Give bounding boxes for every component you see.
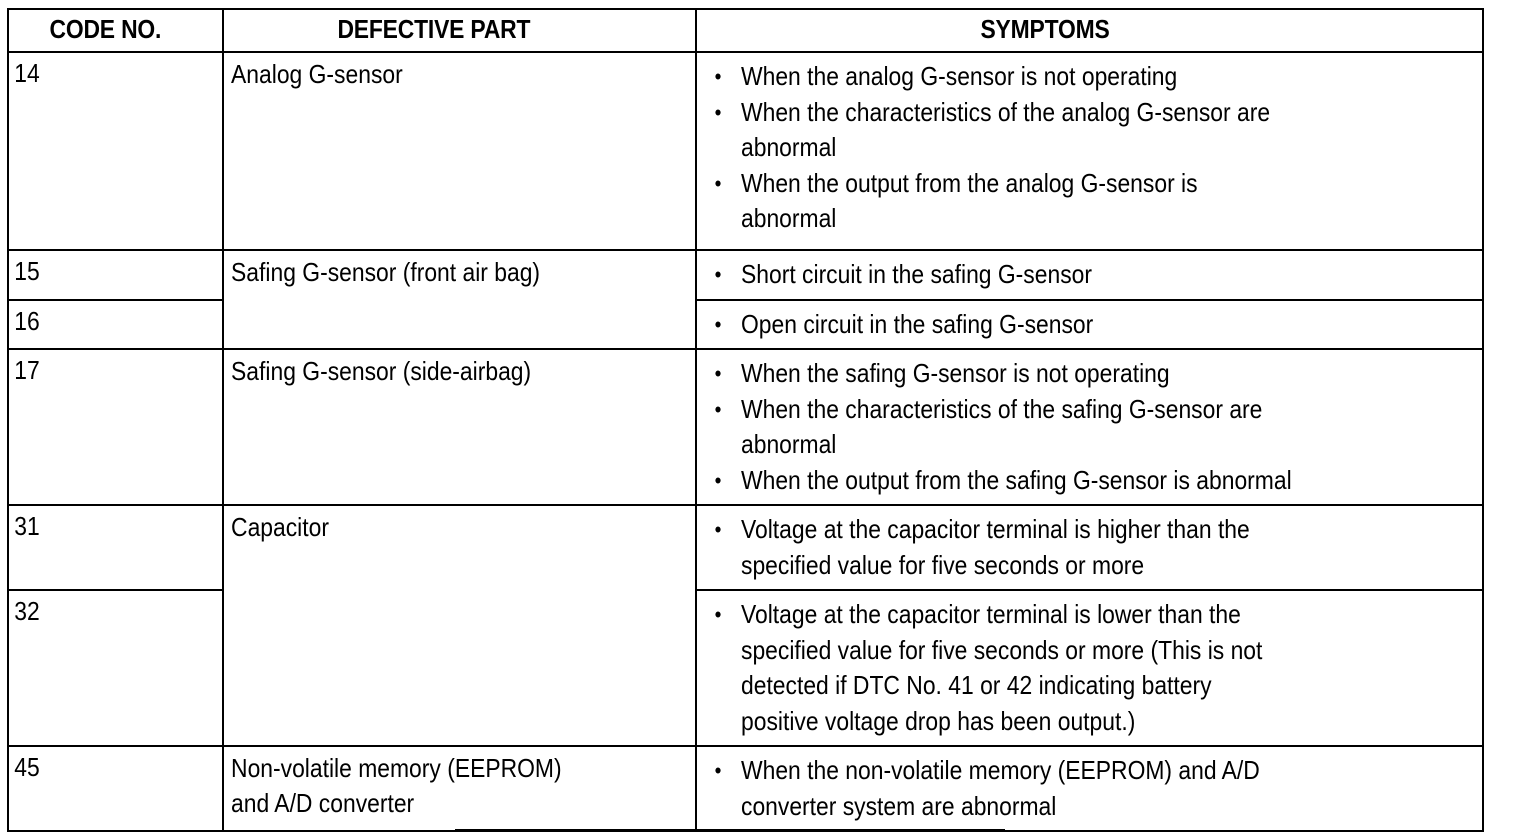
symptom-item: • When the output from the safing G-senso… bbox=[706, 463, 1491, 499]
code-value: 45 bbox=[14, 752, 40, 782]
part-line: and A/D converter bbox=[231, 788, 415, 818]
symptom-text: When the characteristics of the safing G… bbox=[741, 393, 1263, 460]
code-value: 31 bbox=[14, 511, 40, 541]
part-line: Safing G-sensor (side-airbag) bbox=[231, 356, 532, 386]
part-line: Safing G-sensor (front air bag) bbox=[231, 257, 541, 287]
symptom-item: • When the characteristics of the safing … bbox=[706, 392, 1491, 463]
header-cell-defective-part: DEFECTIVE PART bbox=[222, 8, 697, 53]
symptom-text: When the non-volatile memory (EEPROM) an… bbox=[741, 755, 1260, 821]
table-row: 16 • Open circuit in the safing G-sensor bbox=[7, 298, 1484, 350]
cell-defective-part: Capacitor bbox=[222, 504, 697, 747]
code-value: 16 bbox=[14, 305, 40, 336]
part-line: Capacitor bbox=[231, 512, 329, 542]
symptom-list: • When the safing G-sensor is not operati… bbox=[697, 350, 1498, 504]
symptom-list: • When the analog G-sensor is not operati… bbox=[697, 53, 1498, 243]
symptom-item: • When the output from the analog G-senso… bbox=[706, 166, 1491, 237]
cell-code-no: 32 bbox=[7, 589, 224, 747]
cell-symptoms: • Short circuit in the safing G-sensor bbox=[695, 249, 1484, 301]
cell-defective-part: Non-volatile memory (EEPROM) and A/D conv… bbox=[222, 745, 697, 832]
cell-defective-part: Analog G-sensor bbox=[222, 51, 697, 251]
bullet-icon: • bbox=[714, 467, 722, 493]
symptom-item: • Open circuit in the safing G-sensor bbox=[706, 307, 1491, 343]
bullet-icon: • bbox=[714, 361, 722, 386]
part-value: Non-volatile memory (EEPROM) and A/D conv… bbox=[224, 747, 702, 827]
table-row: 15 Safing G-sensor (front air bag) • Shor… bbox=[7, 249, 1484, 350]
cell-code-no: 16 bbox=[7, 298, 224, 350]
symptom-text: Open circuit in the safing G-sensor bbox=[741, 308, 1094, 339]
bottom-horizontal-rule bbox=[455, 829, 1005, 832]
cell-symptoms: • When the non-volatile memory (EEPROM) a… bbox=[695, 745, 1484, 832]
symptom-text: Voltage at the capacitor terminal is low… bbox=[741, 599, 1263, 736]
cell-symptoms: • Open circuit in the safing G-sensor bbox=[695, 298, 1484, 350]
part-line: Analog G-sensor bbox=[231, 59, 403, 89]
cell-code-no: 17 bbox=[7, 348, 224, 506]
symptom-item: • Voltage at the capacitor terminal is lo… bbox=[706, 597, 1491, 739]
table-row: 32 • Voltage at the capacitor terminal is… bbox=[7, 589, 1484, 747]
bullet-icon: • bbox=[714, 311, 722, 337]
symptom-list: • Voltage at the capacitor terminal is hi… bbox=[697, 506, 1498, 589]
header-label-symptoms: SYMPTOMS bbox=[980, 14, 1110, 44]
symptom-text: When the characteristics of the analog G… bbox=[741, 96, 1271, 163]
symptom-item: • Short circuit in the safing G-sensor bbox=[706, 257, 1491, 293]
bullet-icon: • bbox=[714, 99, 722, 125]
code-value: 14 bbox=[14, 58, 40, 88]
cell-defective-part: Safing G-sensor (front air bag) bbox=[222, 249, 697, 350]
symptom-list: • Open circuit in the safing G-sensor bbox=[697, 301, 1498, 349]
bullet-icon: • bbox=[714, 602, 722, 627]
table-header-row: CODE NO. DEFECTIVE PART SYMPTOMS bbox=[7, 8, 1484, 53]
symptom-text: When the analog G-sensor is not operatin… bbox=[741, 61, 1178, 91]
symptom-text: When the output from the safing G-sensor… bbox=[741, 464, 1292, 495]
symptom-item: • When the analog G-sensor is not operati… bbox=[706, 59, 1491, 95]
symptom-list: • Voltage at the capacitor terminal is lo… bbox=[697, 591, 1498, 745]
table-row: 17 Safing G-sensor (side-airbag) • When t… bbox=[7, 348, 1484, 506]
bullet-icon: • bbox=[714, 262, 722, 287]
cell-code-no: 14 bbox=[7, 51, 224, 251]
cell-symptoms: • When the safing G-sensor is not operati… bbox=[695, 348, 1484, 506]
cell-code-no: 15 bbox=[7, 249, 224, 301]
cell-symptoms: • Voltage at the capacitor terminal is lo… bbox=[695, 589, 1484, 747]
header-cell-code-no: CODE NO. bbox=[7, 8, 224, 53]
part-line: Non-volatile memory (EEPROM) bbox=[231, 753, 562, 783]
code-value: 32 bbox=[14, 596, 40, 626]
header-cell-symptoms: SYMPTOMS bbox=[695, 8, 1484, 53]
code-value: 17 bbox=[14, 355, 40, 385]
cell-code-no: 31 bbox=[7, 504, 224, 591]
cell-defective-part: Safing G-sensor (side-airbag) bbox=[222, 348, 697, 506]
table-row: 14 Analog G-sensor • When the analog G-se… bbox=[7, 51, 1484, 251]
symptom-text: Short circuit in the safing G-sensor bbox=[741, 259, 1092, 289]
symptom-text: When the output from the analog G-sensor… bbox=[741, 167, 1198, 234]
symptom-item: • When the characteristics of the analog … bbox=[706, 95, 1491, 166]
part-value: Safing G-sensor (front air bag) bbox=[224, 251, 702, 296]
symptom-item: • When the safing G-sensor is not operati… bbox=[706, 356, 1491, 392]
symptom-text: Voltage at the capacitor terminal is hig… bbox=[741, 514, 1250, 580]
symptom-list: • Short circuit in the safing G-sensor bbox=[697, 251, 1498, 299]
bullet-icon: • bbox=[714, 758, 722, 783]
header-label-defective-part: DEFECTIVE PART bbox=[337, 14, 531, 44]
table-body: 14 Analog G-sensor • When the analog G-se… bbox=[7, 51, 1484, 832]
part-value: Safing G-sensor (side-airbag) bbox=[224, 350, 702, 395]
cell-symptoms: • When the analog G-sensor is not operati… bbox=[695, 51, 1484, 251]
symptom-item: • When the non-volatile memory (EEPROM) a… bbox=[706, 753, 1491, 824]
bullet-icon: • bbox=[714, 517, 722, 542]
symptom-list: • When the non-volatile memory (EEPROM) a… bbox=[697, 747, 1498, 830]
bullet-icon: • bbox=[714, 170, 722, 196]
part-value: Analog G-sensor bbox=[224, 53, 702, 98]
symptom-text: When the safing G-sensor is not operatin… bbox=[741, 358, 1170, 388]
symptom-item: • Voltage at the capacitor terminal is hi… bbox=[706, 512, 1491, 583]
bullet-icon: • bbox=[714, 396, 722, 422]
header-label-code-no: CODE NO. bbox=[49, 14, 162, 44]
bullet-icon: • bbox=[714, 64, 722, 89]
part-value: Capacitor bbox=[224, 506, 702, 551]
table-row: 31 Capacitor • Voltage at the capacitor t… bbox=[7, 504, 1484, 747]
dtc-code-table: CODE NO. DEFECTIVE PART SYMPTOMS 14 Anal… bbox=[7, 8, 1484, 832]
code-value: 15 bbox=[14, 256, 40, 286]
cell-code-no: 45 bbox=[7, 745, 224, 832]
cell-symptoms: • Voltage at the capacitor terminal is hi… bbox=[695, 504, 1484, 591]
table-row: 45 Non-volatile memory (EEPROM) and A/D c… bbox=[7, 745, 1484, 832]
